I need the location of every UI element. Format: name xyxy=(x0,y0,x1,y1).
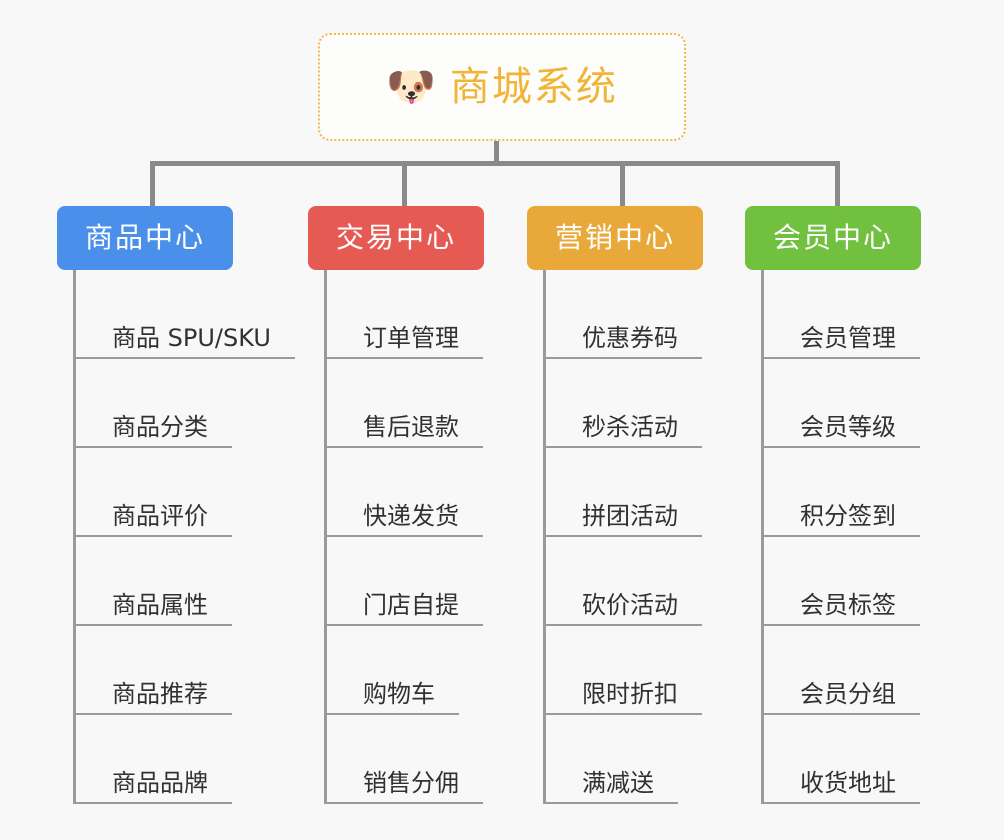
branch-header-product[interactable]: 商品中心 xyxy=(57,206,234,270)
list-item[interactable]: 会员管理 xyxy=(764,270,995,359)
branch-column-marketing: 营销中心 优惠券码 秒杀活动 拼团活动 砍价活动 限时折扣 满减送 xyxy=(527,206,777,804)
list-item[interactable]: 商品属性 xyxy=(76,537,307,626)
leaf-label: 收货地址 xyxy=(764,769,920,804)
leaf-label: 会员分组 xyxy=(764,680,920,715)
branch-columns: 商品中心 商品 SPU/SKU 商品分类 商品评价 商品属性 商品推荐 商品品牌… xyxy=(0,206,1004,840)
connector-drop-3 xyxy=(620,161,625,208)
list-item[interactable]: 商品评价 xyxy=(76,448,307,537)
list-item[interactable]: 售后退款 xyxy=(327,359,558,448)
list-item[interactable]: 门店自提 xyxy=(327,537,558,626)
branch-header-trade[interactable]: 交易中心 xyxy=(308,206,485,270)
list-item[interactable]: 会员等级 xyxy=(764,359,995,448)
leaf-list-marketing: 优惠券码 秒杀活动 拼团活动 砍价活动 限时折扣 满减送 xyxy=(543,270,777,804)
leaf-label: 商品推荐 xyxy=(76,680,232,715)
leaf-label: 售后退款 xyxy=(327,413,483,448)
leaf-label: 销售分佣 xyxy=(327,769,483,804)
list-item[interactable]: 商品分类 xyxy=(76,359,307,448)
root-node[interactable]: 🐶 商城系统 xyxy=(318,33,686,141)
leaf-label: 拼团活动 xyxy=(546,502,702,537)
list-item[interactable]: 销售分佣 xyxy=(327,715,558,804)
list-item[interactable]: 积分签到 xyxy=(764,448,995,537)
leaf-label: 优惠券码 xyxy=(546,324,702,359)
leaf-label: 订单管理 xyxy=(327,324,483,359)
list-item[interactable]: 快递发货 xyxy=(327,448,558,537)
list-item[interactable]: 优惠券码 xyxy=(546,270,777,359)
list-item[interactable]: 购物车 xyxy=(327,626,558,715)
list-item[interactable]: 订单管理 xyxy=(327,270,558,359)
branch-column-member: 会员中心 会员管理 会员等级 积分签到 会员标签 会员分组 收货地址 xyxy=(745,206,995,804)
leaf-label: 会员标签 xyxy=(764,591,920,626)
branch-header-member[interactable]: 会员中心 xyxy=(745,206,922,270)
connector-stem xyxy=(494,141,499,166)
leaf-label: 积分签到 xyxy=(764,502,920,537)
leaf-label: 商品评价 xyxy=(76,502,232,537)
connector-drop-4 xyxy=(835,161,840,208)
list-item[interactable]: 会员分组 xyxy=(764,626,995,715)
leaf-label: 商品分类 xyxy=(76,413,232,448)
leaf-label: 商品品牌 xyxy=(76,769,232,804)
list-item[interactable]: 会员标签 xyxy=(764,537,995,626)
list-item[interactable]: 限时折扣 xyxy=(546,626,777,715)
branch-header-marketing[interactable]: 营销中心 xyxy=(527,206,704,270)
leaf-list-trade: 订单管理 售后退款 快递发货 门店自提 购物车 销售分佣 xyxy=(324,270,558,804)
leaf-label: 满减送 xyxy=(546,769,678,804)
connector-horizontal-bar xyxy=(150,161,840,166)
leaf-label: 秒杀活动 xyxy=(546,413,702,448)
list-item[interactable]: 满减送 xyxy=(546,715,777,804)
leaf-list-member: 会员管理 会员等级 积分签到 会员标签 会员分组 收货地址 xyxy=(761,270,995,804)
leaf-label: 快递发货 xyxy=(327,502,483,537)
leaf-label: 砍价活动 xyxy=(546,591,702,626)
connector-drop-2 xyxy=(402,161,407,208)
branch-column-product: 商品中心 商品 SPU/SKU 商品分类 商品评价 商品属性 商品推荐 商品品牌 xyxy=(57,206,307,804)
list-item[interactable]: 收货地址 xyxy=(764,715,995,804)
list-item[interactable]: 商品品牌 xyxy=(76,715,307,804)
leaf-label: 门店自提 xyxy=(327,591,483,626)
list-item[interactable]: 商品推荐 xyxy=(76,626,307,715)
connector-drop-1 xyxy=(150,161,155,208)
root-title: 商城系统 xyxy=(449,64,618,110)
leaf-list-product: 商品 SPU/SKU 商品分类 商品评价 商品属性 商品推荐 商品品牌 xyxy=(73,270,307,804)
list-item[interactable]: 砍价活动 xyxy=(546,537,777,626)
leaf-label: 会员管理 xyxy=(764,324,920,359)
dog-face-icon: 🐶 xyxy=(386,64,436,110)
list-item[interactable]: 商品 SPU/SKU xyxy=(76,270,307,359)
list-item[interactable]: 秒杀活动 xyxy=(546,359,777,448)
leaf-label: 会员等级 xyxy=(764,413,920,448)
leaf-label: 购物车 xyxy=(327,680,459,715)
root-node-wrapper: 🐶 商城系统 xyxy=(0,33,1004,141)
list-item[interactable]: 拼团活动 xyxy=(546,448,777,537)
branch-column-trade: 交易中心 订单管理 售后退款 快递发货 门店自提 购物车 销售分佣 xyxy=(308,206,558,804)
leaf-label: 限时折扣 xyxy=(546,680,702,715)
leaf-label: 商品属性 xyxy=(76,591,232,626)
leaf-label: 商品 SPU/SKU xyxy=(76,324,295,359)
